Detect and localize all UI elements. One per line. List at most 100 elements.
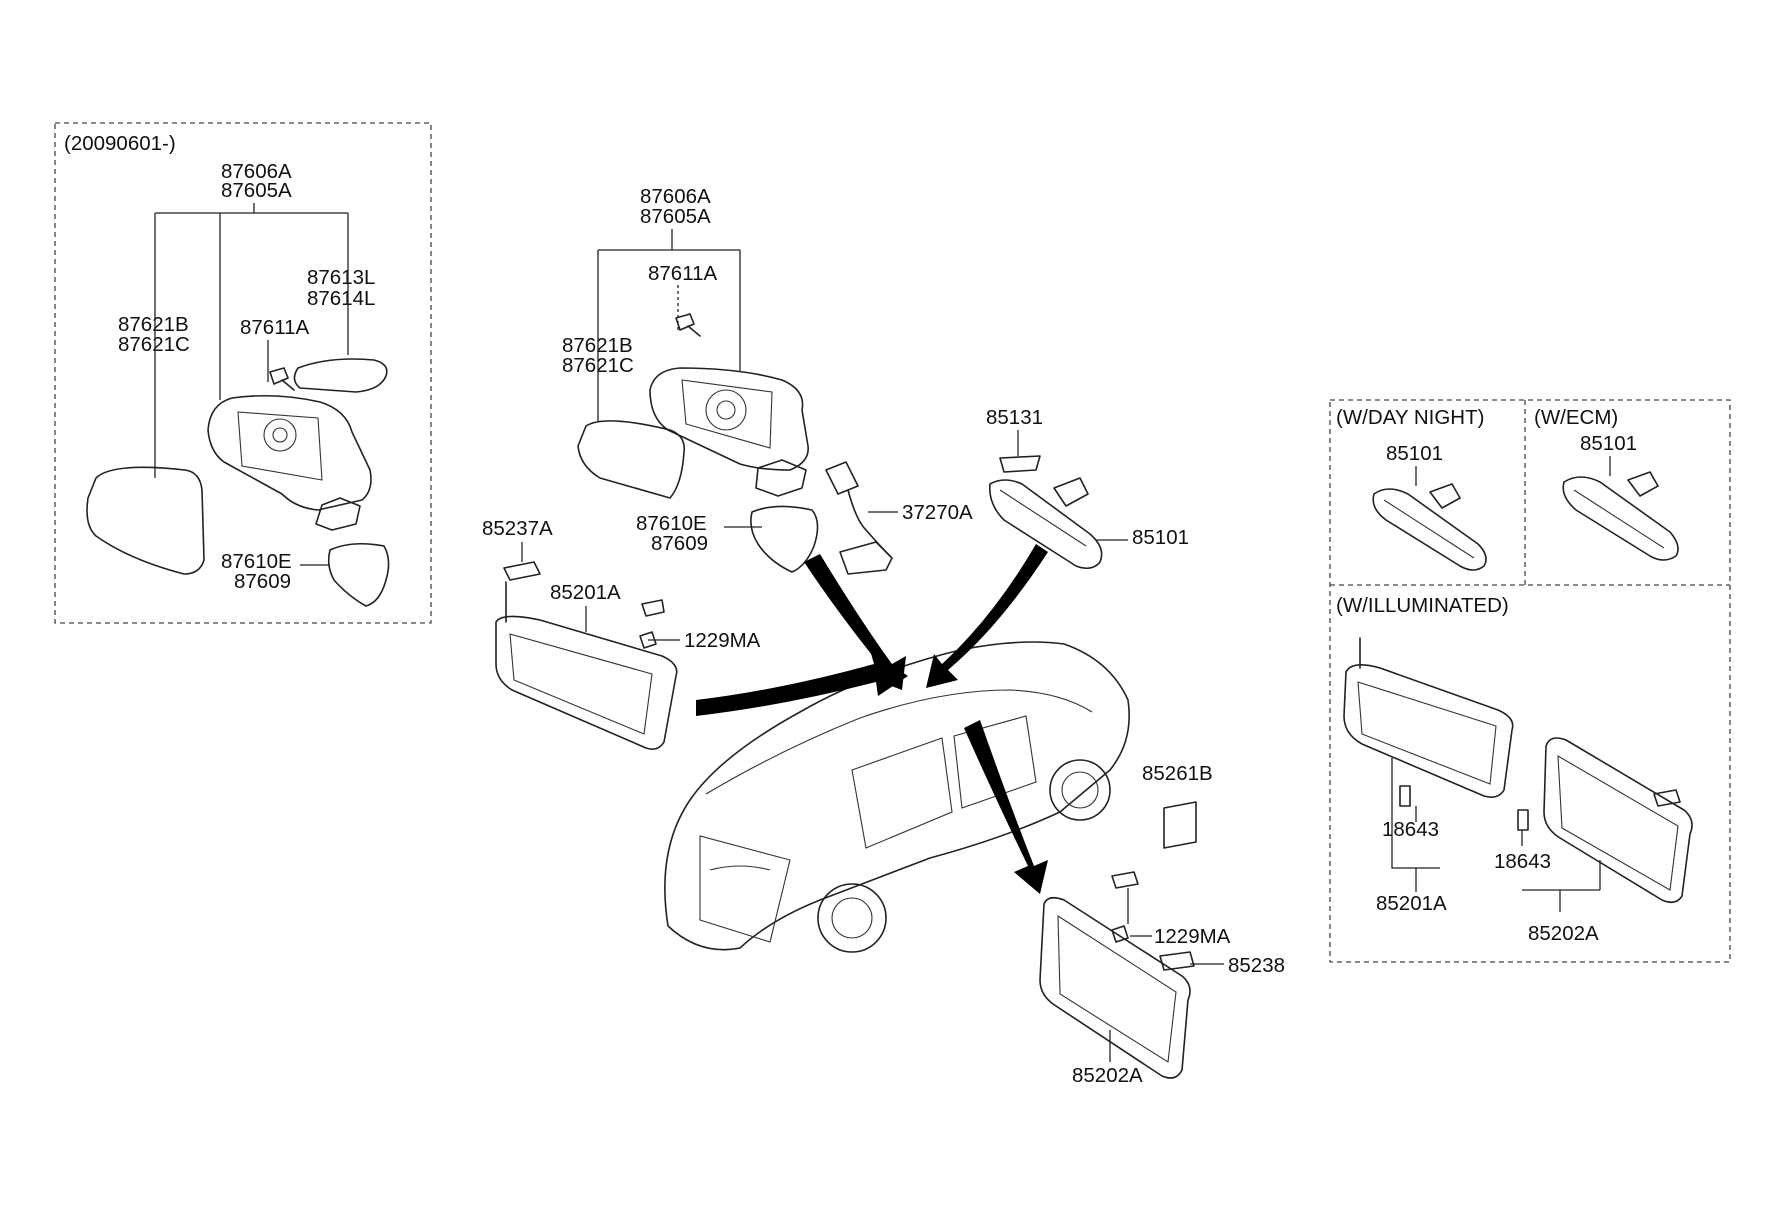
room-mirror-body (988, 479, 1103, 570)
label-plate (1163, 801, 1197, 849)
main-motor-screw (675, 313, 701, 337)
label-87611A: 87611A (648, 262, 717, 285)
main-mirror-glass (577, 420, 686, 499)
main-mount-base (755, 459, 807, 497)
inset-left-turn-lamp (293, 358, 388, 393)
label-87621B-inset: 87621B (118, 313, 189, 336)
inset-left-motor-disc (263, 418, 297, 452)
illuminated-lamp-left (1399, 785, 1411, 807)
room-mirror-group: 85131 85101 (986, 406, 1189, 570)
ecm-title: (W/ECM) (1534, 406, 1618, 429)
harness-wire (847, 489, 891, 557)
harness-connector (825, 461, 859, 495)
inset-left-motor-hub (272, 427, 288, 443)
label-87605A: 87605A (640, 205, 711, 228)
screw-top (639, 631, 657, 649)
illuminated-lamp-right (1517, 809, 1529, 831)
label-plate-group: 85261B (1142, 762, 1213, 849)
illuminated-visor-right-label: 85202A (1528, 922, 1599, 945)
vehicle-rear-wheel-hub (831, 897, 873, 939)
vehicle-beltline (705, 689, 1093, 795)
illuminated-visor-left (1343, 664, 1514, 798)
vehicle-tailgate (699, 835, 791, 943)
main-mirror-group: 87606A 87605A 87611A 87621B 87621C 87610… (562, 185, 819, 573)
label-87605A-inset: 87605A (221, 179, 292, 202)
main-housing-inner (681, 379, 773, 449)
illuminated-title: (W/ILLUMINATED) (1336, 594, 1509, 617)
label-87610E: 87610E (636, 512, 707, 535)
ecm-mirror-line (1573, 489, 1665, 549)
visor-left-holder (503, 561, 541, 581)
day-night-mirror (1372, 488, 1487, 571)
visor-left-clip (641, 599, 665, 617)
vehicle-rear-window (851, 737, 953, 849)
screw-bottom (1111, 925, 1129, 943)
inset-left-motor-screw (269, 367, 295, 391)
arrow-visor-right (964, 720, 1048, 894)
vehicle-rear-wheel (817, 883, 887, 953)
day-night-part: 85101 (1386, 442, 1443, 465)
label-87613L-inset: 87613L (307, 266, 375, 289)
label-37270A: 37270A (902, 501, 973, 524)
arrow-visor-left (696, 650, 908, 716)
illuminated-visor-left-inner (1357, 681, 1497, 785)
illuminated-visor-right-inner (1557, 755, 1679, 891)
label-87614L-inset: 87614L (307, 287, 375, 310)
illuminated-left-leaders (1391, 758, 1440, 869)
inset-left-panel: (20090601-) 87606A 87605A 87621B 87621C … (54, 122, 432, 624)
vehicle-group (664, 641, 1130, 953)
ecm-part: 85101 (1580, 432, 1637, 455)
illuminated-right-leaders (1521, 830, 1601, 912)
illuminated-lamp-right-label: 18643 (1494, 850, 1551, 873)
arrow-mirror-to-door (804, 554, 906, 690)
harness-plug (839, 541, 893, 575)
ecm-mirror (1562, 476, 1679, 561)
room-mirror-stay (1053, 477, 1089, 507)
illuminated-lamp-left-label: 18643 (1382, 818, 1439, 841)
visor-right-group: 1229MA 85238 85202A (1039, 871, 1285, 1087)
illuminated-visor-left-label: 85201A (1376, 892, 1447, 915)
visor-right-inner-line (1057, 914, 1177, 1063)
inset-right-panel: (W/DAY NIGHT) 85101 (W/ECM) 85101 (W/ILL… (1329, 399, 1731, 963)
ecm-mirror-stay (1627, 471, 1659, 497)
vehicle-front-wheel (1049, 759, 1111, 821)
vehicle-rear-bumper (709, 865, 771, 871)
illuminated-visor-right (1543, 737, 1693, 904)
label-85238: 85238 (1228, 954, 1285, 977)
visor-left-inner-line (509, 633, 653, 735)
day-night-title: (W/DAY NIGHT) (1336, 406, 1484, 429)
day-night-mirror-line (1383, 499, 1475, 559)
visor-left-group: 85237A 85201A 1229MA (482, 517, 761, 750)
inset-left-mirror-glass (86, 466, 205, 575)
arrow-room-mirror (926, 544, 1048, 688)
main-motor-disc (705, 389, 747, 431)
inset-left-leaders (154, 203, 349, 478)
label-87621C-inset: 87621C (118, 333, 190, 356)
label-87611A-inset: 87611A (240, 316, 309, 339)
label-87610E-inset: 87610E (221, 550, 292, 573)
day-night-mirror-stay (1429, 483, 1461, 509)
main-mirror-leaders (597, 229, 741, 422)
inset-right-border (1329, 399, 1731, 963)
visor-right-board (1039, 896, 1191, 1079)
inset-left-date-code: (20090601-) (64, 132, 176, 155)
inset-left-mirror-cover (327, 542, 390, 607)
harness-group: 37270A (825, 461, 973, 575)
inset-left-mount-base (315, 497, 361, 531)
visor-right-holder-top (1111, 871, 1139, 889)
vehicle-front-wheel-hub (1061, 771, 1099, 809)
label-85101-main: 85101 (1132, 526, 1189, 549)
label-87609: 87609 (651, 532, 708, 555)
label-85202A: 85202A (1072, 1064, 1143, 1087)
label-85131: 85131 (986, 406, 1043, 429)
main-mirror-housing (649, 367, 809, 471)
illuminated-visor-right-holder (1653, 789, 1681, 807)
label-87621B: 87621B (562, 334, 633, 357)
visor-left-board (495, 615, 678, 750)
label-85201A: 85201A (550, 581, 621, 604)
label-1229MA-bottom: 1229MA (1154, 925, 1231, 948)
label-87606A-inset: 87606A (221, 160, 292, 183)
label-87609-inset: 87609 (234, 570, 291, 593)
